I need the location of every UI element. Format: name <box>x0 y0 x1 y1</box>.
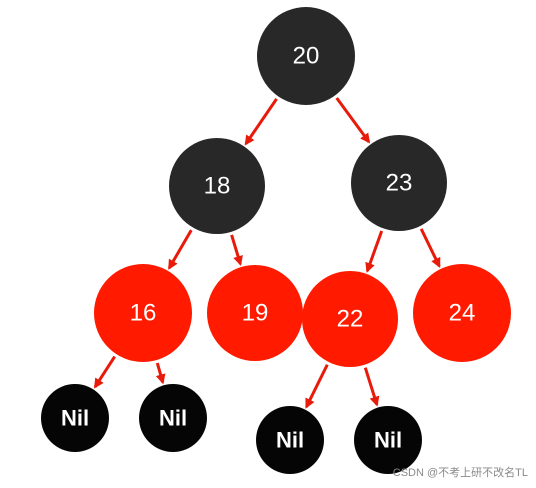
edge-n23-to-n22 <box>365 230 384 273</box>
nil-leaf-nil2: Nil <box>139 384 207 452</box>
node-label: 23 <box>386 170 413 197</box>
node-circle <box>354 406 422 474</box>
node-circle <box>169 138 265 234</box>
node-label: 20 <box>293 43 320 70</box>
edge-n20-to-n18 <box>244 98 278 146</box>
edge-n18-to-n16 <box>167 229 193 270</box>
edge-n18-to-n19 <box>230 234 243 267</box>
node-circle <box>94 264 192 362</box>
node-label: 19 <box>242 300 269 327</box>
black-node-n20: 20 <box>257 7 355 105</box>
node-circle <box>351 135 447 231</box>
edge-n23-to-n24 <box>419 228 441 268</box>
nil-leaf-nil4: Nil <box>354 406 422 474</box>
node-label: 24 <box>449 300 476 327</box>
node-circle <box>302 271 398 367</box>
node-circle <box>207 265 303 361</box>
node-circle <box>139 384 207 452</box>
nil-leaf-nil1: Nil <box>41 384 109 452</box>
node-circle <box>257 7 355 105</box>
edge-n16-to-nil1 <box>93 355 116 389</box>
red-node-n24: 24 <box>413 264 511 362</box>
node-circle <box>256 406 324 474</box>
node-circle <box>413 264 511 362</box>
black-node-n18: 18 <box>169 138 265 234</box>
node-label: Nil <box>276 428 304 453</box>
node-label: 22 <box>337 306 364 333</box>
node-label: Nil <box>159 406 187 431</box>
edge-n22-to-nil4 <box>363 367 380 407</box>
watermark: CSDN @不考上研不改名TL <box>392 467 528 479</box>
node-circle <box>41 384 109 452</box>
edge-n20-to-n23 <box>335 97 371 144</box>
edge-n16-to-nil2 <box>155 362 166 385</box>
node-label: 18 <box>204 173 231 200</box>
red-node-n16: 16 <box>94 264 192 362</box>
node-label: Nil <box>61 406 89 431</box>
red-node-n19: 19 <box>207 265 303 361</box>
node-label: 16 <box>130 300 157 327</box>
node-label: Nil <box>374 428 402 453</box>
red-node-n22: 22 <box>302 271 398 367</box>
black-node-n23: 23 <box>351 135 447 231</box>
nil-leaf-nil3: Nil <box>256 406 324 474</box>
edge-n22-to-nil3 <box>305 364 329 409</box>
edges <box>93 97 441 409</box>
